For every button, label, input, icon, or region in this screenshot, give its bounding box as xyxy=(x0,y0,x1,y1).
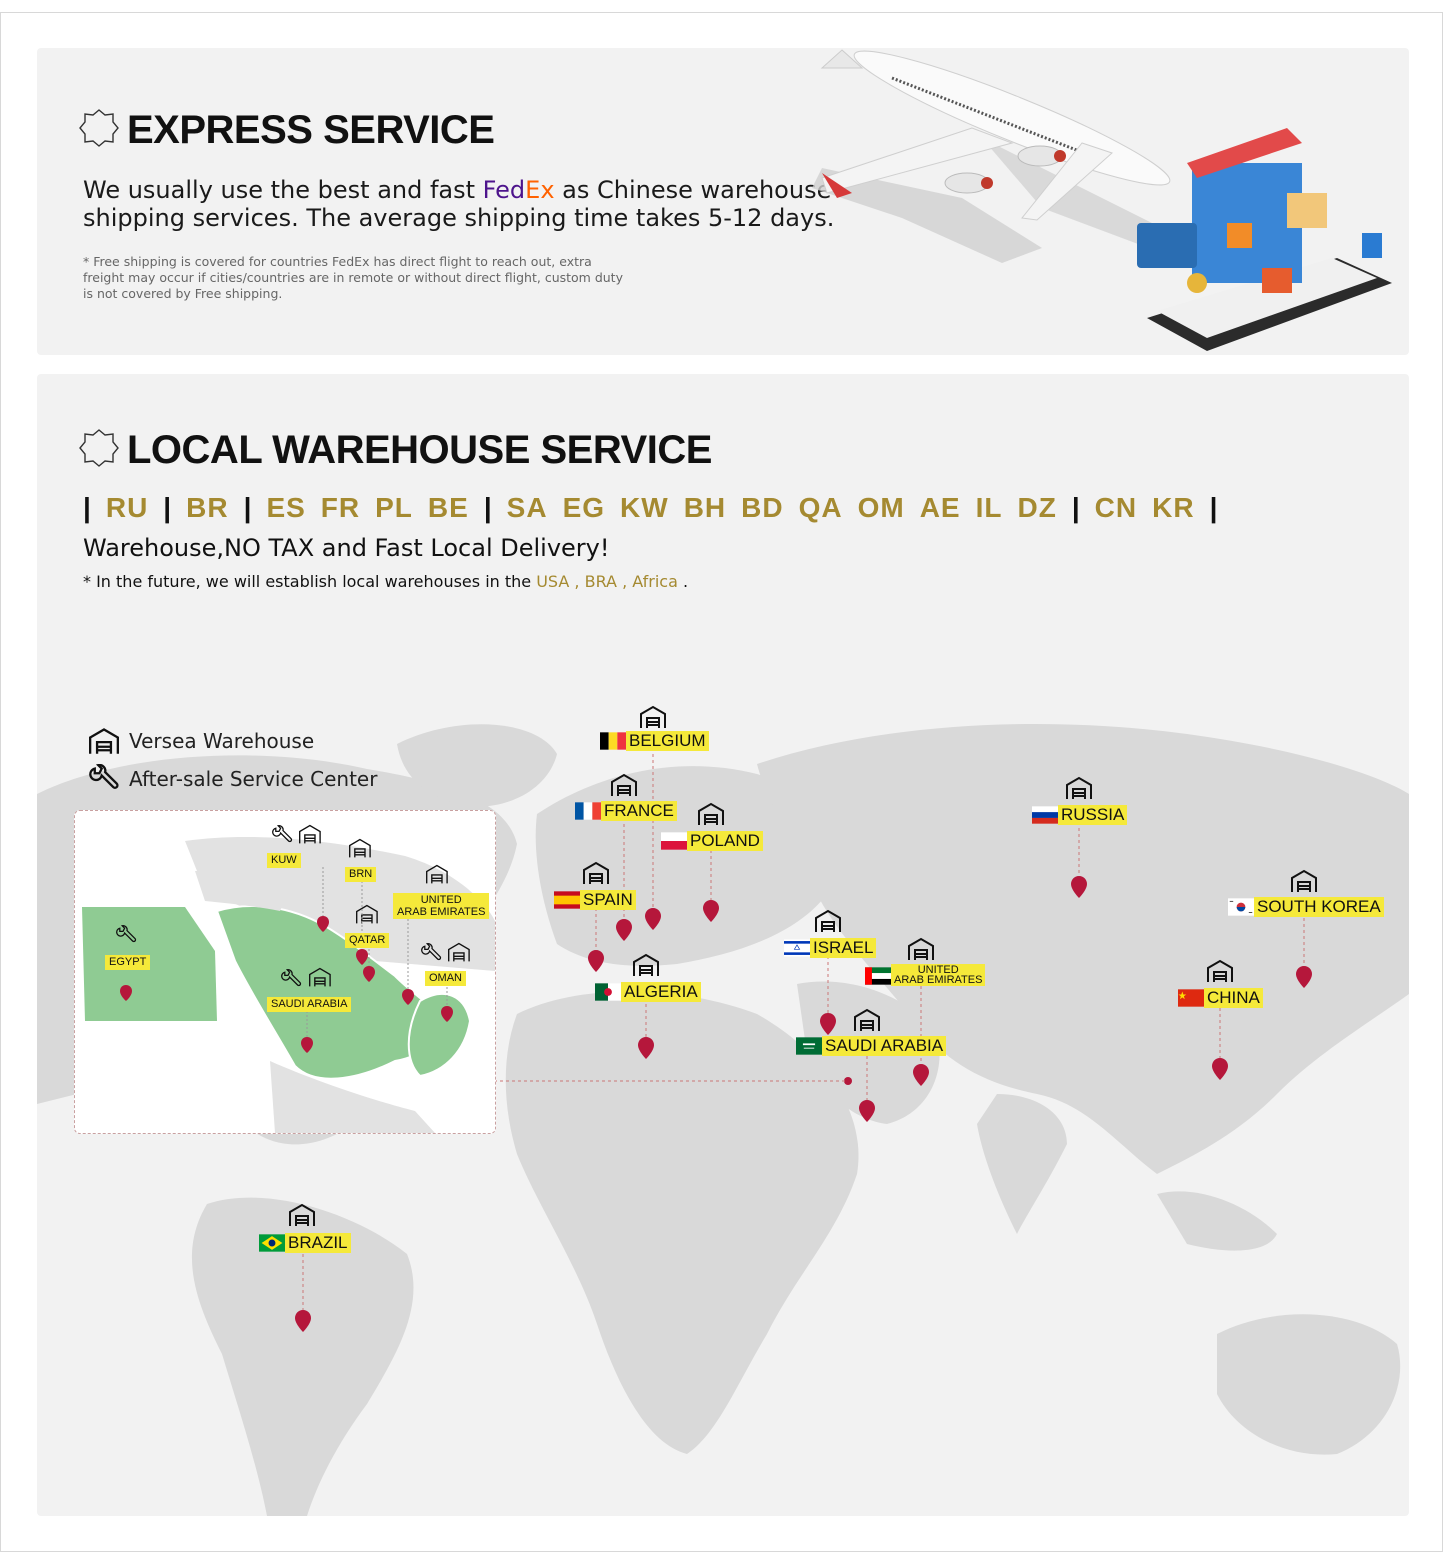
label-belgium: BELGIUM xyxy=(626,731,709,751)
country-code-dz: DZ xyxy=(1017,492,1057,523)
inset-warehouse-icons xyxy=(299,824,470,987)
express-title: EXPRESS SERVICE xyxy=(127,108,495,152)
future-end: . xyxy=(677,572,689,591)
legend-warehouse-label: Versea Warehouse xyxy=(129,729,315,753)
label-spain: SPAIN xyxy=(580,890,636,910)
code-separator: | xyxy=(163,492,173,523)
badge-icon xyxy=(79,429,119,467)
inset-label-uae-line2: ARAB EMIRATES xyxy=(397,906,486,918)
label-saudi-arabia: SAUDI ARABIA xyxy=(822,1036,947,1056)
inset-label-uae-line1: UNITED xyxy=(420,894,462,906)
country-code-sa: SA xyxy=(506,492,548,523)
legend-warehouse: Versea Warehouse xyxy=(87,726,314,756)
warehouse-icon xyxy=(89,728,119,754)
label-uae-line1: UNITED xyxy=(917,964,959,976)
country-code-om: OM xyxy=(857,492,905,523)
country-code-kw: KW xyxy=(620,492,669,523)
saudi-flag xyxy=(796,1037,822,1055)
country-code-ae: AE xyxy=(919,492,961,523)
inset-map xyxy=(75,811,495,1133)
label-france: FRANCE xyxy=(601,801,677,821)
country-code-be: BE xyxy=(427,492,469,523)
inset-pins xyxy=(120,916,453,1053)
express-service-panel: EXPRESS SERVICE We usually use the best … xyxy=(37,48,1409,355)
country-code-bh: BH xyxy=(683,492,727,523)
inset-label-oman: OMAN xyxy=(425,971,466,986)
warehouse-icons xyxy=(289,705,1317,1226)
brazil-flag xyxy=(259,1234,285,1252)
country-code-eg: EG xyxy=(562,492,606,523)
future-text: * In the future, we will establish local… xyxy=(83,572,537,591)
uae-flag xyxy=(865,967,891,985)
lead-text-1: We usually use the best and fast xyxy=(83,176,483,204)
label-south-korea: SOUTH KOREA xyxy=(1254,897,1384,917)
algeria-flag xyxy=(595,983,621,1001)
country-code-il: IL xyxy=(975,492,1003,523)
express-description: We usually use the best and fast FedEx a… xyxy=(83,176,843,232)
inset-label-brn: BRN xyxy=(345,867,377,882)
country-code-br: BR xyxy=(186,492,229,523)
label-brazil: BRAZIL xyxy=(285,1233,351,1253)
china-flag xyxy=(1178,989,1204,1007)
code-separator: | xyxy=(483,492,493,523)
country-code-cn: CN xyxy=(1094,492,1138,523)
country-code-bd: BD xyxy=(741,492,784,523)
wrench-icon xyxy=(89,764,119,789)
code-separator: | xyxy=(243,492,253,523)
country-code-qa: QA xyxy=(798,492,843,523)
legend-service: After-sale Service Center xyxy=(87,764,377,794)
label-algeria: ALGERIA xyxy=(621,982,701,1002)
code-separator: | xyxy=(1209,492,1219,523)
fedex-ex: Ex xyxy=(525,176,555,204)
warehouse-headline: Warehouse,NO TAX and Fast Local Delivery… xyxy=(83,534,610,562)
country-code-es: ES xyxy=(266,492,306,523)
inset-label-saudi-arabia: SAUDI ARABIA xyxy=(267,997,352,1012)
label-china: CHINA xyxy=(1204,988,1263,1008)
country-code-fr: FR xyxy=(320,492,361,523)
country-code-ru: RU xyxy=(105,492,149,523)
fedex-fed: Fed xyxy=(482,176,526,204)
country-code-kr: KR xyxy=(1152,492,1195,523)
poland-flag xyxy=(661,832,687,850)
local-title: LOCAL WAREHOUSE SERVICE xyxy=(127,428,712,472)
inset-wrench-icons xyxy=(116,825,442,987)
lead-text-2: as Chinese warehouse shipping services. … xyxy=(83,176,835,232)
country-code-list: | RU | BR | ES FR PL BE | SA EG KW BH BD QA OM AE IL DZ | CN K… xyxy=(83,492,1232,524)
belgium-flag xyxy=(600,732,626,750)
label-israel: ISRAEL xyxy=(810,938,877,958)
france-flag xyxy=(575,802,601,820)
south-korea-flag xyxy=(1228,898,1254,916)
inset-label-qatar: QATAR xyxy=(345,933,390,948)
page-frame xyxy=(0,12,1443,1552)
code-separator: | xyxy=(83,492,92,523)
map-pins xyxy=(295,876,1312,1332)
label-uae-line2: ARAB EMIRATES xyxy=(894,974,983,986)
label-poland: POLAND xyxy=(687,831,763,851)
russia-flag xyxy=(1032,806,1058,824)
inset-label-kuw: KUW xyxy=(267,853,301,868)
badge-icon xyxy=(79,109,119,147)
future-note: * In the future, we will establish local… xyxy=(83,572,688,591)
shipping-note: * Free shipping is covered for countries… xyxy=(83,254,623,301)
label-russia: RUSSIA xyxy=(1058,805,1128,825)
airplane-illustration xyxy=(812,49,1202,263)
code-separator: | xyxy=(1071,492,1081,523)
country-code-pl: PL xyxy=(375,492,413,523)
inset-label-egypt: EGYPT xyxy=(105,955,151,970)
spain-flag xyxy=(554,891,580,909)
phone-shop-illustration xyxy=(1137,128,1392,351)
legend-service-label: After-sale Service Center xyxy=(129,767,378,791)
israel-flag xyxy=(784,939,810,957)
future-places: USA , BRA , Africa xyxy=(536,572,678,591)
